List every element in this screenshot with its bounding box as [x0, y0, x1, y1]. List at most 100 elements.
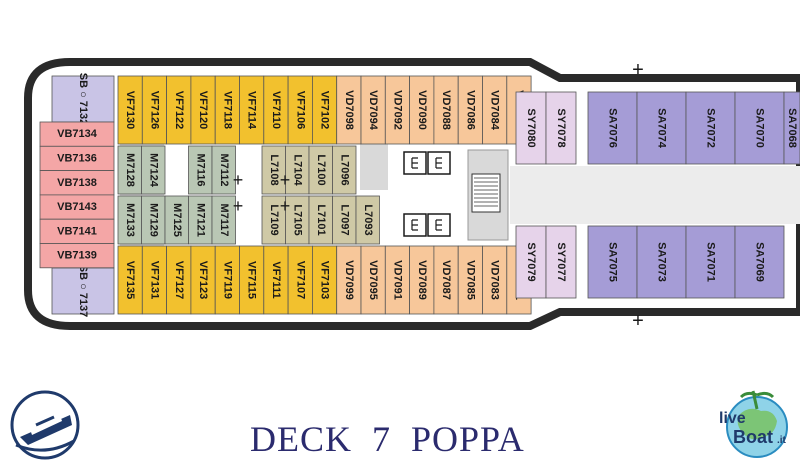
cabin-shape: [685, 91, 736, 165]
cabin-L7096[interactable]: L7096: [332, 145, 357, 195]
cabin-VF7126[interactable]: VF7126: [141, 75, 168, 145]
cabin-label: SA7071: [705, 242, 717, 282]
cabin-VF7120[interactable]: VF7120: [190, 75, 216, 145]
cabin-M7112[interactable]: M7112: [211, 145, 236, 195]
cabin-VD7088[interactable]: VD7088: [433, 75, 459, 145]
cabin-shape: [336, 245, 362, 315]
cabin-M7129[interactable]: M7129: [141, 195, 166, 245]
cabin-VF7114[interactable]: VF7114: [239, 75, 265, 145]
cabin-VB7139[interactable]: VB7139: [39, 243, 115, 269]
cabin-VB7134[interactable]: VB7134: [39, 121, 115, 147]
cabin-SA7069[interactable]: SA7069: [734, 225, 785, 299]
cabin-VF7123[interactable]: VF7123: [190, 245, 216, 315]
cabin-label: SA7073: [656, 242, 668, 282]
cabin-SA7072[interactable]: SA7072: [685, 91, 736, 165]
cabin-shape: [39, 218, 115, 244]
cabin-SB7137[interactable]: SB ○ 7137: [51, 265, 115, 318]
cabin-label: VD7094: [367, 90, 379, 131]
cabin-M7125[interactable]: M7125: [164, 195, 189, 245]
cabin-M7116[interactable]: M7116: [188, 145, 213, 195]
cabin-VD7087[interactable]: VD7087: [433, 245, 459, 315]
cabin-SY7077[interactable]: SY7077: [545, 225, 577, 299]
cabin-L7109[interactable]: L7109: [261, 195, 286, 245]
cabin-VF7119[interactable]: VF7119: [214, 245, 240, 315]
cabin-label: VD7090: [416, 90, 428, 130]
cabin-VD7099[interactable]: VD7099: [336, 245, 362, 315]
cabin-L7108[interactable]: L7108: [261, 145, 286, 195]
cabin-VD7085[interactable]: VD7085: [457, 245, 483, 315]
cabin-label: SB ○ 7137: [77, 265, 89, 318]
cabin-label: L7101: [315, 204, 327, 235]
cabin-VB7138[interactable]: VB7138: [39, 170, 115, 196]
cabin-SB7132[interactable]: SB ○ 7132: [51, 73, 115, 126]
cabin-VF7118[interactable]: VF7118: [214, 75, 240, 145]
cabin-VF7115[interactable]: VF7115: [239, 245, 265, 315]
cabin-label: L7105: [291, 204, 303, 235]
cabin-SY7080[interactable]: SY7080: [515, 91, 547, 165]
cabin-SA7075[interactable]: SA7075: [587, 225, 638, 299]
cabin-M7133[interactable]: M7133: [117, 195, 142, 245]
cabin-VF7131[interactable]: VF7131: [141, 245, 168, 315]
cabin-VD7084[interactable]: VD7084: [482, 75, 508, 145]
cabin-SY7078[interactable]: SY7078: [545, 91, 577, 165]
cabin-VF7106[interactable]: VF7106: [287, 75, 313, 145]
cabin-VF7135[interactable]: VF7135: [117, 245, 143, 315]
cabin-label: VD7086: [464, 90, 476, 130]
cabin-VB7136[interactable]: VB7136: [39, 145, 115, 172]
cabin-shape: [685, 225, 736, 299]
cabin-VD7092[interactable]: VD7092: [384, 75, 410, 145]
cabin-VF7127[interactable]: VF7127: [166, 245, 192, 315]
cabin-VF7103[interactable]: VF7103: [311, 245, 338, 315]
cabin-VD7095[interactable]: VD7095: [360, 245, 386, 315]
cabin-VB7141[interactable]: VB7141: [39, 218, 115, 244]
cabin-label: L7104: [291, 154, 303, 186]
cross-marker: +: [280, 170, 291, 190]
cabin-SA7076[interactable]: SA7076: [587, 91, 638, 165]
cabin-SA7071[interactable]: SA7071: [685, 225, 736, 299]
cabin-SY7079[interactable]: SY7079: [515, 225, 547, 299]
cabin-shape: [482, 75, 508, 145]
cabin-SA7073[interactable]: SA7073: [636, 225, 687, 299]
cabin-M7128[interactable]: M7128: [117, 145, 142, 195]
cabin-SA7070[interactable]: SA7070: [734, 91, 785, 165]
cabin-label: VF7131: [148, 261, 160, 300]
cabin-shape: [545, 225, 577, 299]
cabin-M7117[interactable]: M7117: [211, 195, 236, 245]
cabin-VD7090[interactable]: VD7090: [409, 75, 435, 145]
cabin-shape: [214, 75, 240, 145]
cabin-VB7143[interactable]: VB7143: [39, 194, 115, 220]
cabin-label: VF7107: [294, 261, 306, 300]
cabin-M7121[interactable]: M7121: [188, 195, 213, 245]
cabin-VD7083[interactable]: VD7083: [482, 245, 508, 315]
cabin-VF7111[interactable]: VF7111: [263, 245, 289, 315]
cabin-VD7091[interactable]: VD7091: [384, 245, 410, 315]
cabin-shape: [117, 245, 143, 315]
cabin-VD7086[interactable]: VD7086: [457, 75, 483, 145]
cabin-L7101[interactable]: L7101: [308, 195, 333, 245]
cabin-VF7102[interactable]: VF7102: [311, 75, 338, 145]
cabin-L7093[interactable]: L7093: [355, 195, 380, 245]
cabin-VF7107[interactable]: VF7107: [287, 245, 313, 315]
cabin-VF7110[interactable]: VF7110: [263, 75, 289, 145]
cabin-SA7074[interactable]: SA7074: [636, 91, 687, 165]
cabin-L7105[interactable]: L7105: [285, 195, 310, 245]
cabin-SA7068[interactable]: SA7068: [783, 91, 800, 165]
cabin-label: VD7091: [391, 260, 403, 300]
cabin-VD7098[interactable]: VD7098: [336, 75, 362, 145]
cabin-label: VF7119: [221, 261, 233, 299]
deck-title: DECK 7 POPPA: [250, 419, 525, 459]
cabin-L7100[interactable]: L7100: [308, 145, 333, 195]
cabin-VD7094[interactable]: VD7094: [360, 75, 386, 145]
cabin-label: VD7087: [440, 260, 452, 300]
cabin-label: M7117: [218, 203, 230, 236]
inner-gray-block-right: [360, 144, 388, 190]
cabin-L7097[interactable]: L7097: [332, 195, 357, 245]
cabin-M7124[interactable]: M7124: [141, 145, 166, 195]
cabin-VF7122[interactable]: VF7122: [166, 75, 192, 145]
cabin-VD7089[interactable]: VD7089: [409, 245, 435, 315]
cabin-shape: [734, 91, 785, 165]
cabin-L7104[interactable]: L7104: [285, 145, 310, 195]
cabin-VF7130[interactable]: VF7130: [117, 75, 143, 145]
